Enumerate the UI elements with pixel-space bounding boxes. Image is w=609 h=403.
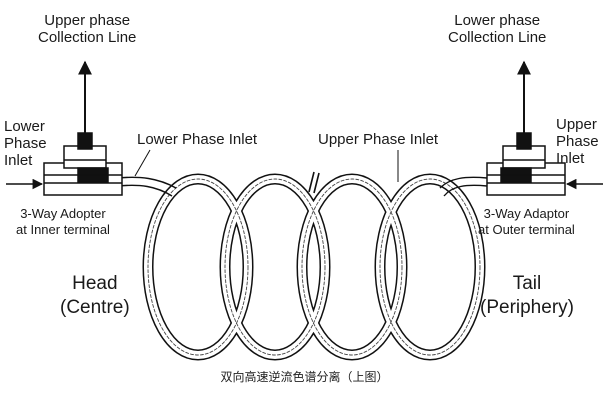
- head-centre-label: Head (Centre): [60, 273, 130, 318]
- coil-break-mark: [308, 171, 320, 194]
- figure-caption: 双向高速逆流色谱分离（上图）: [220, 370, 389, 384]
- upper-phase-inlet-label: Upper Phase Inlet: [318, 131, 439, 148]
- upper-phase-collection-line-label: Upper phase Collection Line: [38, 12, 137, 46]
- lower-phase-inlet-side-label: Lower Phase Inlet: [4, 118, 47, 169]
- left-3-way-adapter: [43, 132, 123, 196]
- left-tubing: [117, 176, 177, 197]
- right-tubing: [439, 176, 488, 197]
- right-3-way-adaptor: [486, 132, 566, 196]
- lower-phase-inlet-label: Lower Phase Inlet: [137, 131, 258, 148]
- upper-phase-inlet-side-label: Upper Phase Inlet: [556, 116, 599, 167]
- lower-phase-inlet-leader: [134, 149, 151, 177]
- lower-phase-collection-line-label: Lower phase Collection Line: [448, 12, 547, 46]
- outer-terminal-adaptor-label: 3-Way Adaptor at Outer terminal: [478, 206, 575, 237]
- tail-periphery-label: Tail (Periphery): [480, 273, 574, 318]
- coil-loops: [142, 173, 486, 361]
- inner-terminal-adapter-label: 3-Way Adopter at Inner terminal: [16, 206, 110, 237]
